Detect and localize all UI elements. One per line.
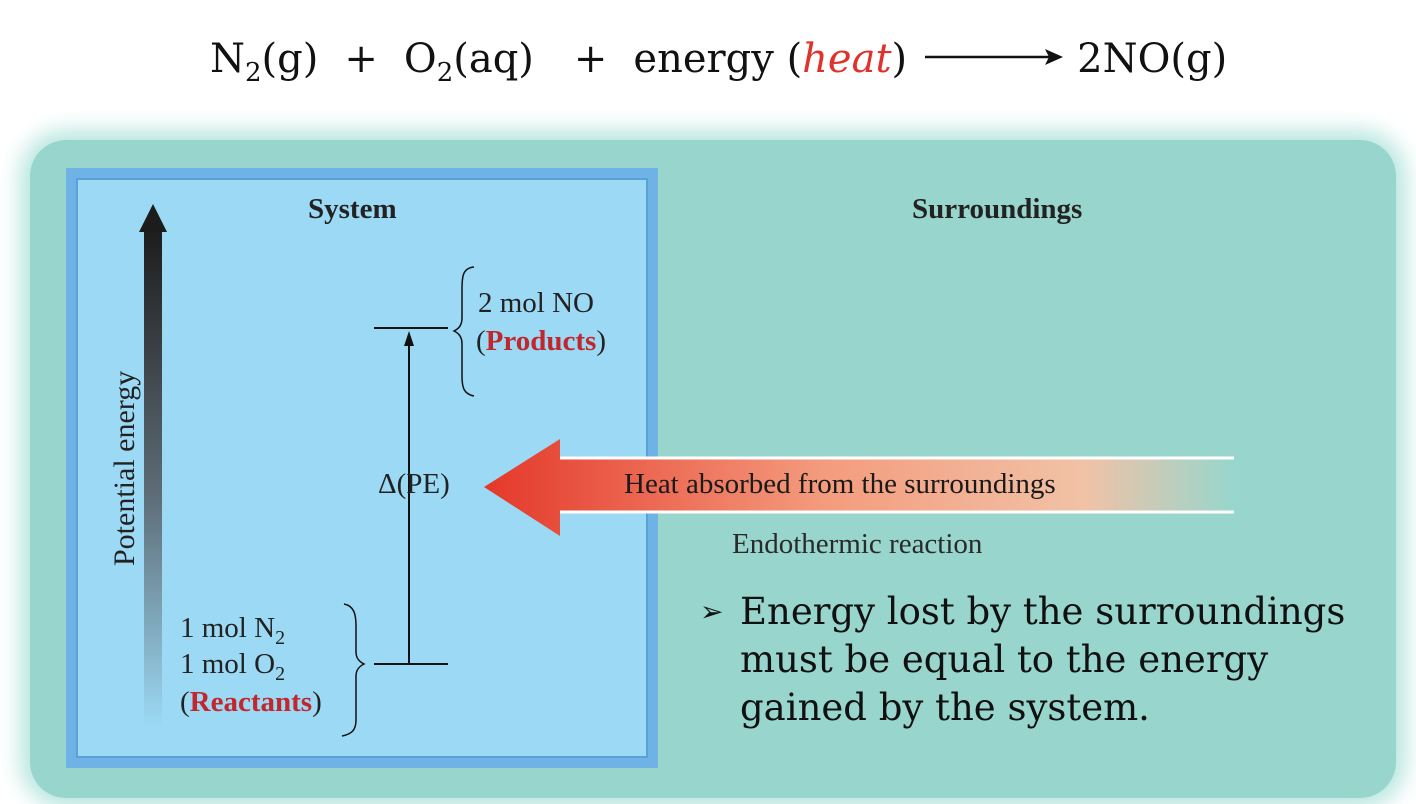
bullet-point: ➢ Energy lost by the surroundings must b… (700, 588, 1390, 732)
heat-absorbed-arrow (484, 439, 1234, 536)
reaction-equation: N2(g) + O2(aq) + energy (heat) 2NO(g) (210, 36, 1227, 96)
plus-sign: + (573, 36, 608, 82)
products-amount: 2 mol NO (478, 287, 594, 319)
products-label: (Products) (476, 325, 606, 357)
reactant-o2-amount: 1 mol O2 (180, 648, 286, 685)
products-brace (452, 266, 475, 397)
bullet-text: Energy lost by the surroundings must be … (740, 590, 1346, 729)
delta-pe-label: Δ(PE) (378, 468, 450, 500)
reactant-o2: O2(aq) (403, 36, 534, 88)
delta-pe-arrowhead-icon (404, 331, 414, 346)
system-title: System (308, 193, 397, 225)
reactants-brace (341, 603, 366, 737)
arrow-bullet-icon: ➢ (700, 595, 724, 628)
reactants-label: (Reactants) (180, 686, 322, 718)
product-no: 2NO(g) (1077, 36, 1228, 82)
potential-energy-axis-arrow (139, 204, 167, 726)
energy-term: energy (heat) (633, 36, 908, 82)
heat-word: heat (802, 36, 892, 82)
potential-energy-axis-label: Potential energy (108, 370, 141, 566)
reaction-type-label: Endothermic reaction (732, 528, 983, 560)
surroundings-title: Surroundings (912, 193, 1083, 225)
heat-arrow-label: Heat absorbed from the surroundings (624, 468, 1056, 500)
reaction-arrow-icon (925, 49, 1064, 65)
reactant-n2: N2(g) (210, 36, 319, 88)
reactant-n2-amount: 1 mol N2 (180, 612, 286, 649)
plus-sign: + (344, 36, 378, 82)
